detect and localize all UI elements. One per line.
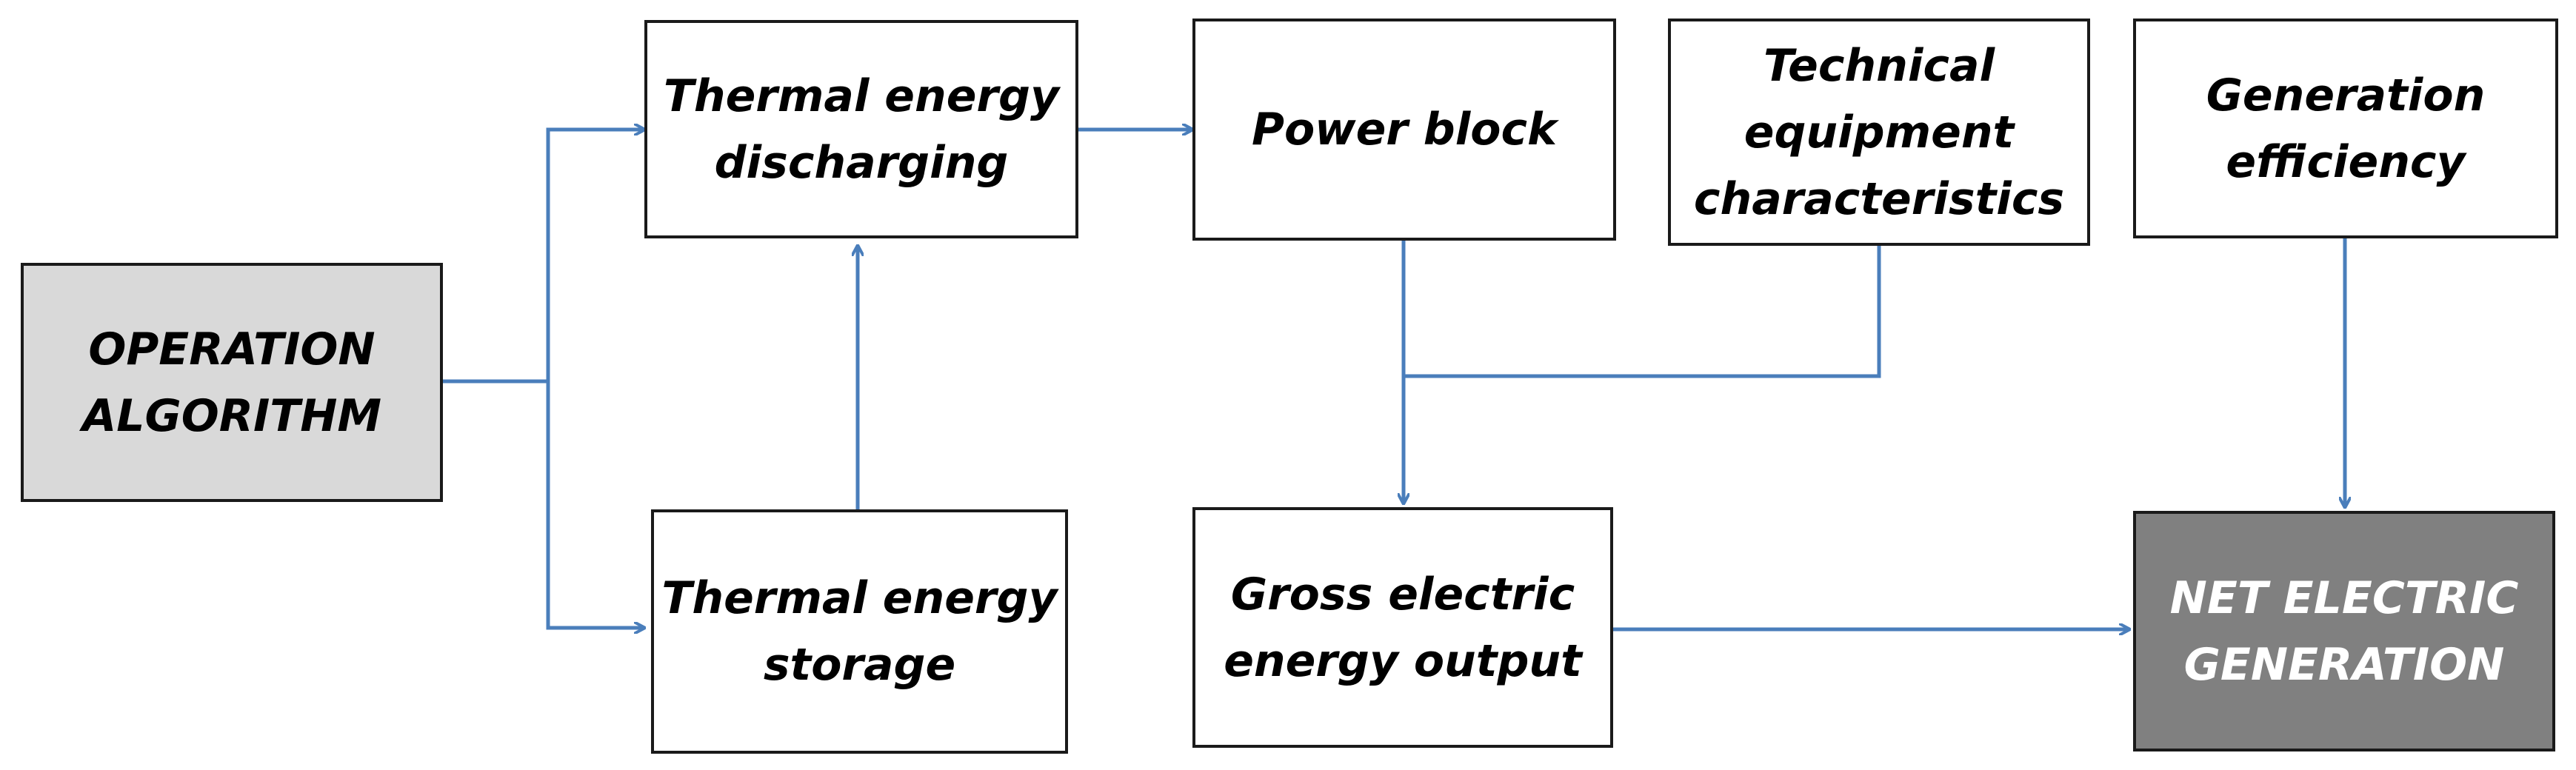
technical-equipment-characteristics-box: Technical equipment characteristics	[1668, 19, 2090, 246]
operation-algorithm-box: OPERATION ALGORITHM	[21, 263, 443, 502]
generation-efficiency-box: Generation efficiency	[2133, 19, 2558, 238]
power-block-label: Power block	[1251, 104, 1557, 155]
arrow-algorithm-to-discharging	[443, 130, 644, 384]
net-electric-generation-box: NET ELECTRIC GENERATION	[2133, 511, 2555, 751]
thermal-energy-storage-label: Thermal energy storage	[661, 572, 1058, 691]
thermal-energy-discharging-label: Thermal energy discharging	[663, 70, 1060, 189]
technical-equipment-characteristics-label: Technical equipment characteristics	[1693, 39, 2065, 225]
gross-electric-energy-output-label: Gross electric energy output	[1224, 568, 1582, 687]
line-technical-to-junction	[1404, 246, 1881, 378]
net-electric-generation-label: NET ELECTRIC GENERATION	[2169, 572, 2519, 691]
arrow-algorithm-to-storage	[546, 381, 644, 628]
generation-efficiency-label: Generation efficiency	[2206, 69, 2486, 188]
thermal-energy-storage-box: Thermal energy storage	[651, 509, 1068, 754]
thermal-energy-discharging-box: Thermal energy discharging	[644, 20, 1078, 238]
operation-algorithm-label: OPERATION ALGORITHM	[81, 323, 382, 442]
power-block-box: Power block	[1192, 19, 1616, 241]
gross-electric-energy-output-box: Gross electric energy output	[1192, 507, 1613, 748]
